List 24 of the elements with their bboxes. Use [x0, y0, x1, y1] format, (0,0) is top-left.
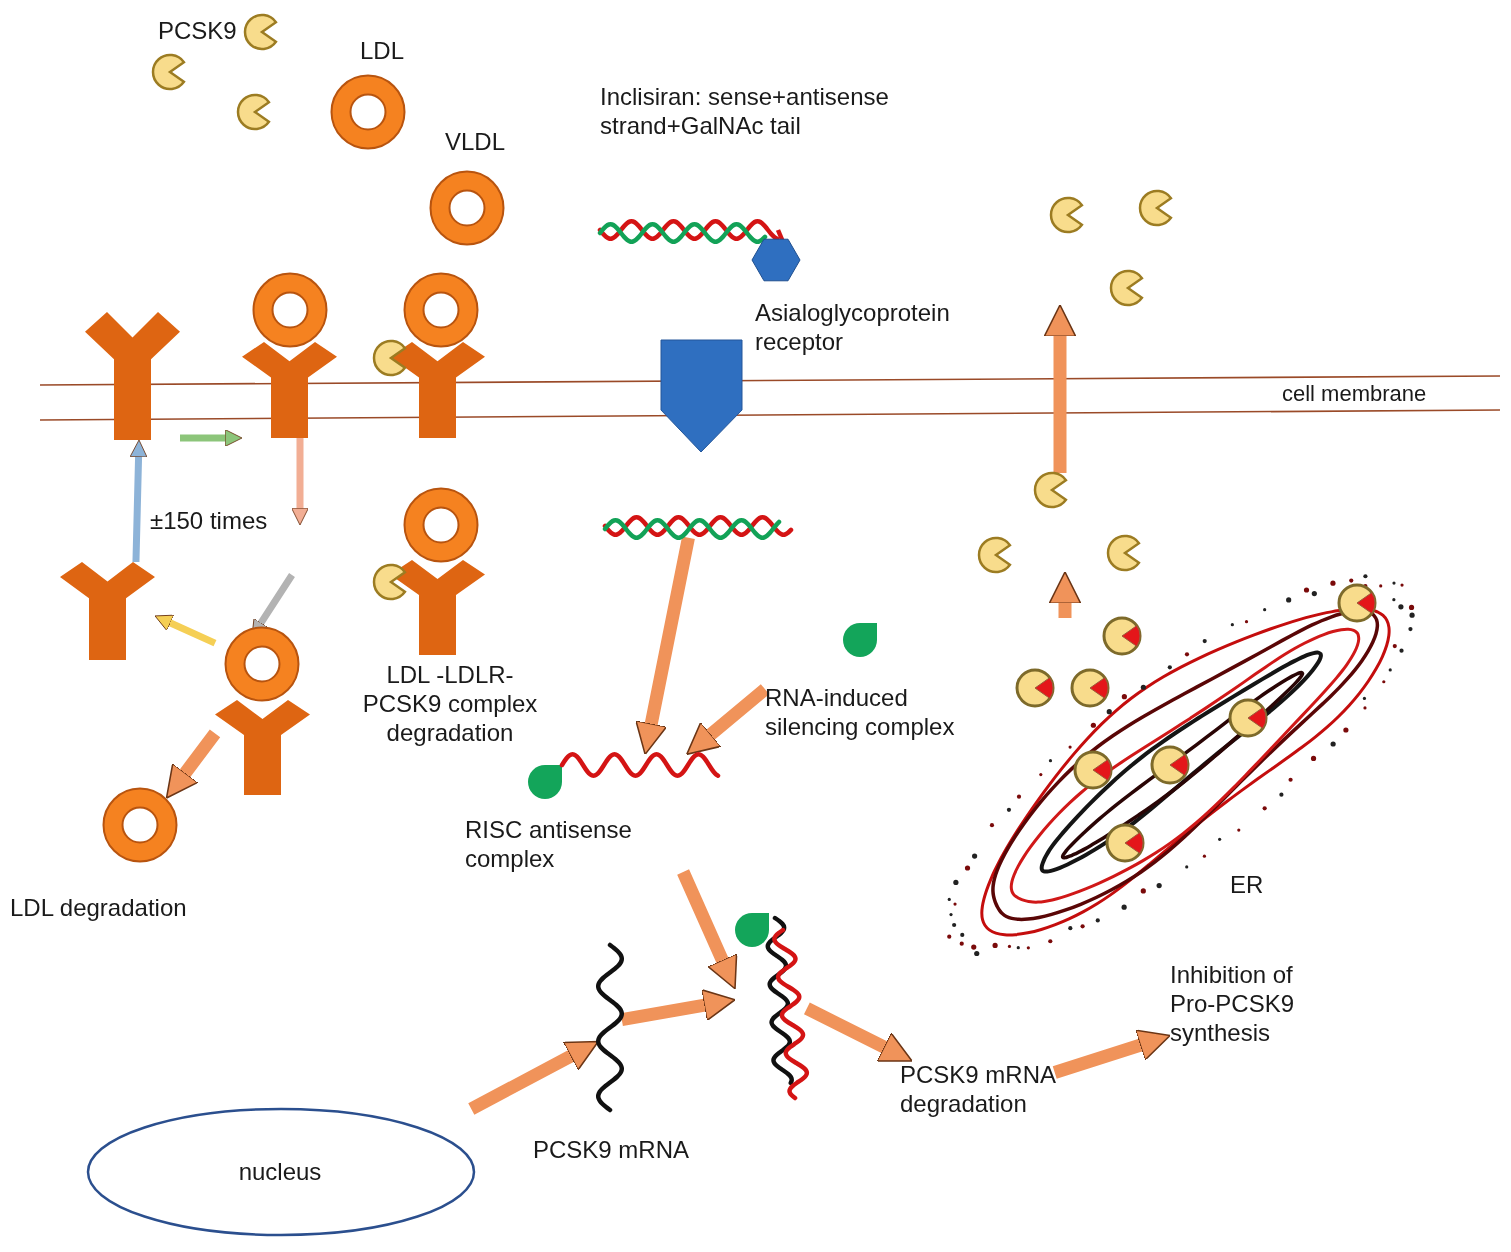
process-label: Inhibition of Pro-PCSK9 synthesis: [1170, 960, 1296, 1047]
cycle-arrow: [291, 438, 309, 526]
arrow: [620, 989, 737, 1027]
lipoprotein-label: VLDL: [445, 127, 507, 156]
mrna-label: PCSK9 mRNA: [533, 1135, 691, 1164]
process-label: LDL degradation: [10, 893, 188, 922]
arrow: [1043, 304, 1077, 473]
cycle-label: ±150 times: [150, 506, 268, 535]
complex-label: RNA-induced silencing complex: [765, 683, 956, 741]
nucleus-label: nucleus: [237, 1157, 323, 1186]
lipoprotein-label: LDL: [360, 36, 406, 65]
organelle-label: ER: [1230, 870, 1265, 899]
drug-label: Inclisiran: sense+antisense strand+GalNAc tail: [600, 82, 890, 140]
process-label: LDL -LDLR- PCSK9 complex degradation: [361, 660, 539, 747]
protein-label: PCSK9: [158, 16, 238, 45]
complex-label: RISC antisense complex: [465, 815, 633, 873]
cycle-arrow: [180, 429, 243, 447]
arrow: [1048, 571, 1082, 618]
membrane-label: cell membrane: [1282, 381, 1427, 407]
arrow: [635, 536, 695, 756]
receptor-label: Asialoglycoprotein receptor: [755, 298, 951, 356]
process-label: PCSK9 mRNA degradation: [900, 1060, 1057, 1118]
arrow: [1052, 1029, 1172, 1079]
cycle-arrow: [129, 439, 148, 563]
